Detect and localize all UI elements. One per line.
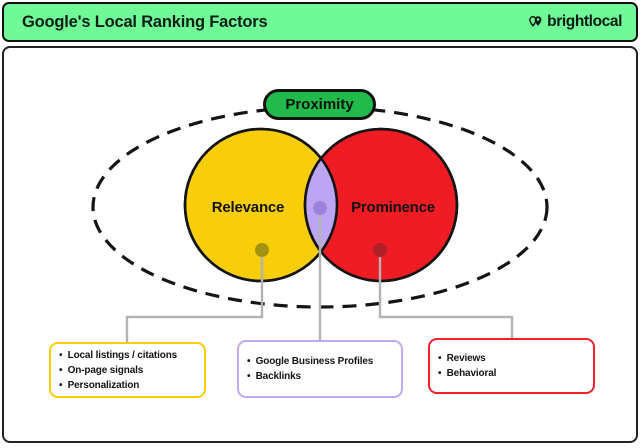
page-title: Google's Local Ranking Factors	[22, 12, 268, 31]
overlap-factors-box: • Google Business Profiles • Backlinks	[237, 340, 403, 398]
bullet-item: • Google Business Profiles	[247, 356, 374, 367]
bullet-item: • Reviews	[438, 353, 486, 364]
overlap-anchor-dot	[313, 201, 327, 215]
prominence-factors-box: • Reviews • Behavioral	[428, 338, 595, 394]
brand-name: brightlocal	[547, 13, 622, 30]
bullet-item: • Local listings / citations	[59, 349, 178, 361]
connector-prominence	[378, 250, 514, 339]
prominence-anchor-dot	[373, 243, 387, 257]
header-bar: Google's Local Ranking Factors brightloc…	[2, 2, 638, 42]
relevance-anchor-dot	[255, 243, 269, 257]
prominence-label: Prominence	[351, 198, 435, 216]
relevance-factors-box: • Local listings / citations • On-page si…	[49, 342, 206, 398]
brightlocal-pin-heart-icon	[529, 15, 542, 27]
bullet-item: • Backlinks	[247, 371, 301, 382]
connector-relevance	[125, 250, 264, 343]
relevance-label: Relevance	[211, 198, 285, 216]
bullet-item: • Behavioral	[438, 368, 497, 379]
bullet-item: • On-page signals	[59, 364, 144, 376]
brand-logo: brightlocal	[527, 13, 622, 31]
bullet-item: • Personalization	[59, 379, 140, 391]
proximity-label: Proximity	[285, 96, 354, 113]
proximity-pill: Proximity	[263, 89, 376, 120]
